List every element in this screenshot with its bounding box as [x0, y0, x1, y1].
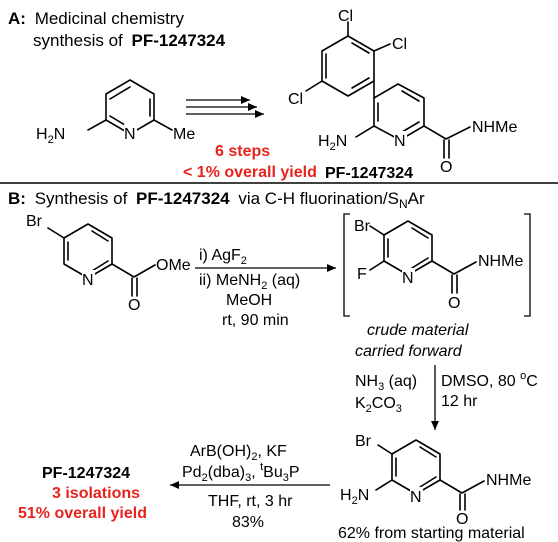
atom-ome-1: OMe	[156, 257, 191, 274]
atom-o-prod: O	[440, 159, 452, 176]
starting-material-bromopicolinate: Br N O OMe	[26, 213, 191, 314]
atom-br-1: Br	[26, 213, 43, 230]
atom-me-start: Me	[173, 126, 195, 143]
step1-reagent-1: i) AgF2	[199, 247, 247, 267]
atom-n-3: N	[410, 489, 422, 506]
step2-conditions-1: DMSO, 80 oC	[441, 370, 538, 390]
starting-material-aminopicoline: N Me H2N	[36, 79, 195, 146]
atom-cl-2: Cl	[392, 36, 407, 53]
atom-o-3: O	[456, 511, 468, 528]
product-label: PF-1247324	[325, 165, 413, 182]
step2-conditions-2: 12 hr	[441, 393, 478, 410]
atom-n-2: N	[402, 270, 414, 287]
multistep-arrows	[186, 96, 264, 118]
step3-yield: 83%	[232, 514, 264, 531]
step1-solvent: MeOH	[226, 292, 272, 309]
atom-nhme-3: NHMe	[486, 472, 531, 489]
footer-yield-note: 62% from starting material	[338, 525, 525, 542]
section-b-heading: B: Synthesis of PF-1247324 via C-H fluor…	[8, 189, 425, 211]
atom-br-3: Br	[355, 433, 372, 450]
section-a-heading-line2: synthesis of PF-1247324	[33, 31, 226, 50]
atom-n-prod: N	[394, 133, 406, 150]
crude-note-2: carried forward	[355, 343, 463, 360]
section-b: B: Synthesis of PF-1247324 via C-H fluor…	[8, 189, 538, 542]
atom-o-1: O	[128, 297, 140, 314]
atom-cl-3: Cl	[288, 91, 303, 108]
section-a-heading: A: Medicinal chemistry	[8, 9, 184, 28]
result-isolations: 3 isolations	[52, 485, 140, 502]
step1-reagent-2: ii) MeNH2 (aq)	[199, 272, 300, 292]
step2-reagent-1: NH3 (aq)	[355, 373, 417, 393]
atom-nhme-2: NHMe	[478, 253, 523, 270]
overall-yield-a: < 1% overall yield	[183, 164, 317, 181]
step3-conditions: THF, rt, 3 hr	[208, 493, 293, 510]
atom-f: F	[357, 266, 367, 283]
atom-n-1: N	[82, 272, 94, 289]
atom-cl-1: Cl	[338, 8, 353, 25]
product-pf1247324: Cl Cl Cl N H2N O NHMe	[288, 8, 517, 176]
intermediate-fluoro: Br F N O NHMe	[343, 213, 531, 317]
atom-h2n-3: H2N	[340, 487, 369, 507]
step3-reagent-1: ArB(OH)2, KF	[190, 443, 287, 463]
section-a: A: Medicinal chemistry synthesis of PF-1…	[8, 8, 517, 182]
atom-h2n-prod: H2N	[318, 133, 347, 153]
result-overall-yield: 51% overall yield	[18, 505, 147, 522]
atom-n-start: N	[124, 126, 136, 143]
atom-o-2: O	[448, 295, 460, 312]
step3-reagent-2: Pd2(dba)3, tBu3P	[182, 461, 300, 484]
atom-h2n-start: H2N	[36, 126, 65, 146]
result-compound: PF-1247324	[42, 465, 130, 482]
atom-br-2: Br	[354, 218, 371, 235]
atom-nhme-prod: NHMe	[472, 119, 517, 136]
intermediate-amino: Br H2N N O NHMe	[340, 433, 531, 528]
crude-note-1: crude material	[367, 322, 469, 339]
step1-conditions: rt, 90 min	[222, 312, 289, 329]
step2-reagent-2: K2CO3	[355, 395, 402, 415]
steps-count: 6 steps	[215, 143, 270, 160]
